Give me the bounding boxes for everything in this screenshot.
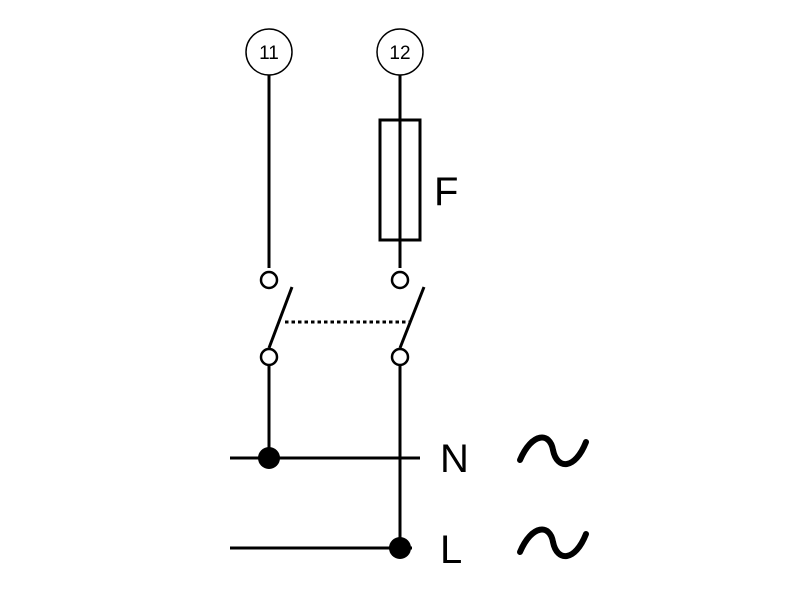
contact-left-bottom <box>259 347 279 367</box>
junction-n <box>258 447 280 469</box>
fuse <box>378 118 422 242</box>
terminal-12: 12 <box>376 28 424 76</box>
contact-right-bottom <box>390 347 410 367</box>
ac-symbol-n <box>517 434 589 468</box>
contact-right-top <box>390 270 410 290</box>
contact-left-top <box>259 270 279 290</box>
fuse-label: F <box>434 170 458 214</box>
junction-l <box>389 537 411 559</box>
terminal-11-label: 11 <box>259 43 279 64</box>
ac-symbol-l <box>517 526 589 560</box>
n-label: N <box>440 437 469 481</box>
switch-blade-left <box>267 286 294 349</box>
switch-blade-right <box>398 286 426 349</box>
terminal-11: 11 <box>245 28 293 76</box>
l-label: L <box>440 528 462 572</box>
terminal-12-label: 12 <box>389 43 410 64</box>
